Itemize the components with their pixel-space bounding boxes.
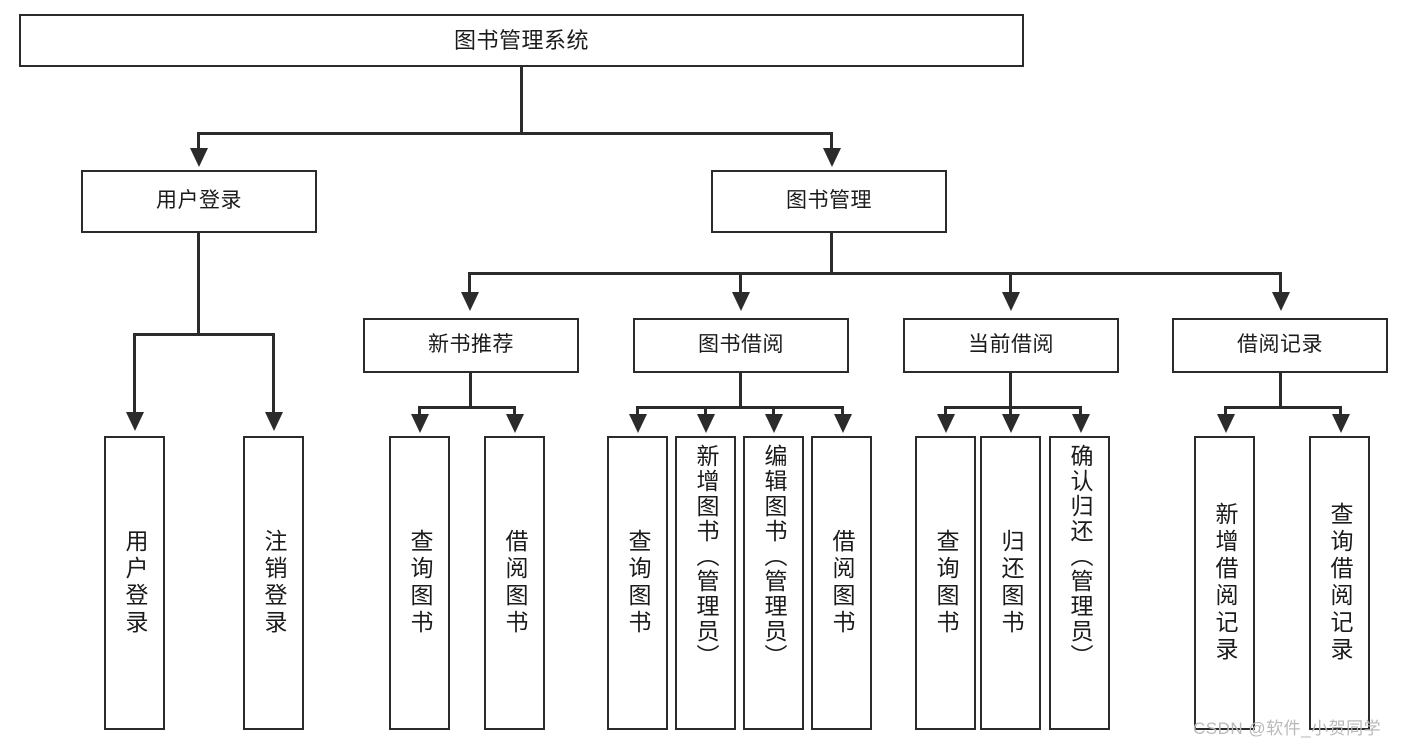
connector-root-bus <box>197 132 833 135</box>
arrow-current-l3 <box>1072 414 1090 433</box>
arrow-borrow-l4 <box>834 414 852 433</box>
node-label: 当前借阅 <box>968 333 1054 357</box>
connector-login-bus <box>133 333 275 336</box>
leaf-user-login[interactable]: 用户登录 <box>104 436 165 730</box>
connector-current-l1 <box>944 406 947 416</box>
connector-bookmgmt-bus <box>468 272 1282 275</box>
arrow-bookmgmt-c1 <box>461 292 479 311</box>
arrow-bookmgmt-c3 <box>1002 292 1020 311</box>
connector-new-stem <box>469 373 472 408</box>
connector-root-to-login <box>197 132 200 150</box>
arrow-bookmgmt-c2 <box>732 292 750 311</box>
node-label: 借阅记录 <box>1237 333 1323 357</box>
connector-root-to-bookmgmt <box>830 132 833 150</box>
node-label: 注销登录 <box>261 529 287 637</box>
leaf-current-confirm-return-admin[interactable]: 确认归还（管理员） <box>1049 436 1110 730</box>
connector-borrow-stem <box>739 373 742 408</box>
node-label: 查询图书 <box>933 529 959 637</box>
connector-bookmgmt-c4 <box>1279 272 1282 294</box>
leaf-new-query-book[interactable]: 查询图书 <box>389 436 450 730</box>
arrow-bookmgmt-c4 <box>1272 292 1290 311</box>
node-label: 新增图书（管理员） <box>693 444 719 669</box>
node-label: 图书借阅 <box>698 333 784 357</box>
connector-current-l2 <box>1009 406 1012 416</box>
node-label: 编辑图书（管理员） <box>761 444 787 669</box>
connector-new-l1 <box>418 406 421 416</box>
arrow-current-l1 <box>937 414 955 433</box>
node-current-borrowing[interactable]: 当前借阅 <box>903 318 1119 373</box>
node-book-borrowing[interactable]: 图书借阅 <box>633 318 849 373</box>
arrow-record-l1 <box>1217 414 1235 433</box>
node-label: 查询图书 <box>625 529 651 637</box>
leaf-borrow-query-book[interactable]: 查询图书 <box>607 436 668 730</box>
leaf-current-query-book[interactable]: 查询图书 <box>915 436 976 730</box>
node-label: 借阅图书 <box>502 529 528 637</box>
node-borrow-record[interactable]: 借阅记录 <box>1172 318 1388 373</box>
arrow-borrow-l2 <box>697 414 715 433</box>
connector-borrow-l4 <box>841 406 844 416</box>
arrow-record-l2 <box>1332 414 1350 433</box>
node-label: 图书管理系统 <box>453 27 589 53</box>
connector-borrow-l1 <box>636 406 639 416</box>
connector-bookmgmt-c1 <box>468 272 471 294</box>
connector-current-l3 <box>1079 406 1082 416</box>
arrow-root-to-login <box>190 148 208 167</box>
connector-new-bus <box>418 406 515 409</box>
node-label: 图书管理 <box>786 189 872 213</box>
leaf-borrow-edit-book-admin[interactable]: 编辑图书（管理员） <box>743 436 804 730</box>
arrow-borrow-l1 <box>629 414 647 433</box>
arrow-current-l2 <box>1002 414 1020 433</box>
node-label: 查询借阅记录 <box>1327 502 1353 664</box>
connector-current-stem <box>1009 373 1012 408</box>
node-root-system[interactable]: 图书管理系统 <box>19 14 1024 67</box>
leaf-record-query-record[interactable]: 查询借阅记录 <box>1309 436 1370 730</box>
node-new-book-recommend[interactable]: 新书推荐 <box>363 318 579 373</box>
leaf-borrow-borrow-book[interactable]: 借阅图书 <box>811 436 872 730</box>
connector-bookmgmt-c3 <box>1009 272 1012 294</box>
connector-borrow-l3 <box>772 406 775 416</box>
leaf-logout[interactable]: 注销登录 <box>243 436 304 730</box>
connector-new-l2 <box>513 406 516 416</box>
arrow-root-to-bookmgmt <box>823 148 841 167</box>
arrow-login-leaf1 <box>126 412 144 431</box>
node-label: 新增借阅记录 <box>1212 502 1238 664</box>
connector-bookmgmt-stem <box>830 233 833 274</box>
connector-record-stem <box>1279 373 1282 408</box>
connector-record-bus <box>1224 406 1341 409</box>
connector-borrow-l2 <box>704 406 707 416</box>
connector-login-stem <box>197 233 200 336</box>
arrow-new-l2 <box>506 414 524 433</box>
node-label: 新书推荐 <box>428 333 514 357</box>
node-label: 归还图书 <box>998 529 1024 637</box>
connector-current-bus <box>944 406 1080 409</box>
node-label: 用户登录 <box>122 529 148 637</box>
leaf-record-add-record[interactable]: 新增借阅记录 <box>1194 436 1255 730</box>
arrow-new-l1 <box>411 414 429 433</box>
node-user-login[interactable]: 用户登录 <box>81 170 317 233</box>
node-label: 查询图书 <box>407 529 433 637</box>
node-label: 确认归还（管理员） <box>1067 444 1093 669</box>
leaf-new-borrow-book[interactable]: 借阅图书 <box>484 436 545 730</box>
arrow-login-leaf2 <box>265 412 283 431</box>
node-label: 用户登录 <box>156 189 242 213</box>
leaf-current-return-book[interactable]: 归还图书 <box>980 436 1041 730</box>
arrow-borrow-l3 <box>765 414 783 433</box>
leaf-borrow-add-book-admin[interactable]: 新增图书（管理员） <box>675 436 736 730</box>
connector-borrow-bus <box>636 406 842 409</box>
node-book-management[interactable]: 图书管理 <box>711 170 947 233</box>
connector-root-stem <box>520 67 523 134</box>
node-label: 借阅图书 <box>829 529 855 637</box>
connector-login-leaf2 <box>272 333 275 414</box>
connector-record-l1 <box>1224 406 1227 416</box>
connector-login-leaf1 <box>133 333 136 414</box>
connector-record-l2 <box>1339 406 1342 416</box>
connector-bookmgmt-c2 <box>739 272 742 294</box>
